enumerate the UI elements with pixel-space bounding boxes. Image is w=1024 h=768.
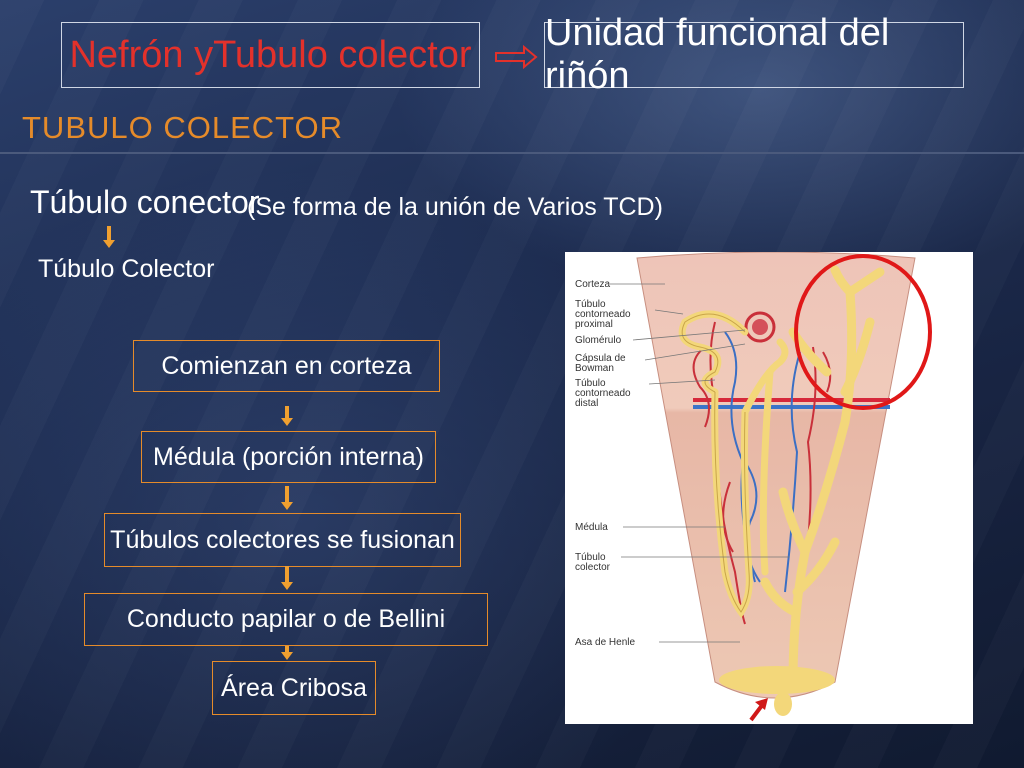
down-arrow-icon bbox=[281, 566, 293, 590]
tubulo-conector-note: (Se forma de la unión de Varios TCD) bbox=[247, 193, 663, 221]
label-tcp-2: contorneado bbox=[575, 309, 631, 320]
label-tcp-3: proximal bbox=[575, 319, 613, 330]
highlight-circle bbox=[794, 254, 932, 410]
label-corteza: Corteza bbox=[575, 279, 610, 290]
flow-step-1: Comienzan en corteza bbox=[133, 340, 440, 392]
kidney-diagram: Corteza Túbulo contorneado proximal Glom… bbox=[565, 251, 973, 724]
label-tc-2: colector bbox=[575, 562, 611, 573]
title-left-text: Nefrón yTubulo colector bbox=[69, 33, 472, 76]
down-arrow-icon bbox=[281, 646, 293, 660]
down-arrow-icon bbox=[103, 226, 115, 248]
label-capsula-2: Bowman bbox=[575, 363, 614, 374]
title-box-right: Unidad funcional del riñón bbox=[544, 12, 964, 97]
label-medula: Médula bbox=[575, 522, 608, 533]
right-arrow-icon bbox=[495, 44, 538, 70]
glomerulus bbox=[744, 311, 776, 343]
pointer-arrow-icon bbox=[749, 698, 768, 722]
label-tc-1: Túbulo bbox=[575, 552, 606, 563]
urine-drop bbox=[774, 692, 792, 716]
flow-step-5: Área Cribosa bbox=[212, 661, 376, 715]
divider bbox=[0, 152, 1024, 154]
title-right-text: Unidad funcional del riñón bbox=[545, 12, 890, 97]
section-title: TUBULO COLECTOR bbox=[22, 110, 344, 145]
label-asa-henle: Asa de Henle bbox=[575, 637, 635, 648]
down-arrow-icon bbox=[281, 406, 293, 426]
label-tcd-3: distal bbox=[575, 398, 598, 409]
tubulo-conector-heading: Túbulo conector bbox=[30, 184, 260, 220]
flow-step-3: Túbulos colectores se fusionan bbox=[104, 513, 461, 567]
label-capsula-1: Cápsula de bbox=[575, 353, 626, 364]
label-tcd-2: contorneado bbox=[575, 388, 631, 399]
nephron-illustration: Corteza Túbulo contorneado proximal Glom… bbox=[575, 251, 932, 722]
down-arrow-icon bbox=[281, 486, 293, 510]
flow-step-2: Médula (porción interna) bbox=[141, 431, 436, 483]
flow-step-4: Conducto papilar o de Bellini bbox=[84, 593, 488, 646]
label-glomerulo: Glomérulo bbox=[575, 335, 622, 346]
renal-pyramid bbox=[636, 251, 916, 699]
title-box-left: Nefrón yTubulo colector bbox=[61, 22, 480, 88]
label-tcd-1: Túbulo bbox=[575, 378, 606, 389]
tubulo-colector-heading: Túbulo Colector bbox=[38, 255, 215, 283]
label-tcp-1: Túbulo bbox=[575, 299, 606, 310]
